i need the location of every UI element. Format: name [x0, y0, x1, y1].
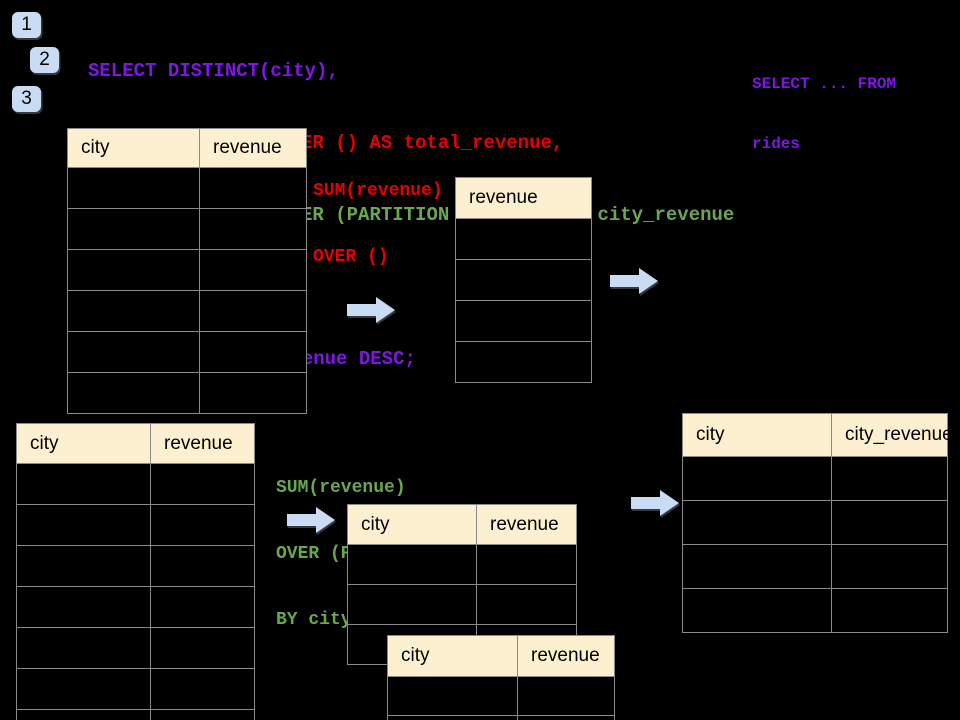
table-row [387, 676, 615, 716]
sql-line-select: SELECT DISTINCT(city), [88, 60, 339, 82]
table-row [16, 586, 255, 628]
table-row [455, 218, 592, 260]
table-row [67, 167, 307, 209]
flow-arrow-icon [631, 490, 679, 516]
column-header-revenue: revenue [476, 504, 577, 545]
table-row [455, 259, 592, 301]
column-header-city-revenue: city_revenue [831, 413, 953, 457]
column-header-revenue: revenue [199, 128, 307, 168]
table-row [67, 208, 307, 250]
side-note: SELECT ... FROM rides [752, 34, 896, 194]
table-row [16, 709, 255, 720]
table-row [682, 544, 948, 589]
flow-arrow-icon [287, 507, 335, 533]
step-badge-3: 3 [12, 86, 41, 112]
table-row [16, 504, 255, 546]
table-row [682, 456, 948, 501]
table-row [67, 331, 307, 373]
table-source-bottom: city revenue [16, 423, 255, 720]
step-badge-2: 2 [30, 47, 59, 73]
column-header-revenue: revenue [517, 635, 615, 677]
step-badge-1: 1 [12, 12, 41, 38]
column-header-city: city [682, 413, 832, 457]
table-source-top: city revenue [67, 128, 307, 414]
table-row [682, 588, 948, 633]
table-final-result: city city_revenue [682, 413, 953, 633]
table-row [67, 372, 307, 414]
table-row [16, 463, 255, 505]
table-row [347, 544, 577, 585]
side-note-line-1: SELECT ... FROM [752, 75, 897, 93]
label-sum-over-partition-line-1: SUM(revenue) [276, 478, 406, 498]
flow-arrow-icon [347, 297, 395, 323]
table-row [16, 627, 255, 669]
column-header-city: city [387, 635, 518, 677]
column-header-city: city [347, 504, 477, 545]
label-sum-over-all: SUM(revenue) OVER () [313, 136, 443, 312]
column-header-revenue: revenue [455, 177, 592, 219]
table-total-result: revenue [455, 177, 592, 383]
table-row [67, 290, 307, 332]
column-header-city: city [16, 423, 151, 464]
table-row [67, 249, 307, 291]
label-sum-over-all-line-1: SUM(revenue) [313, 181, 443, 201]
table-row [347, 584, 577, 625]
table-row [387, 715, 615, 720]
column-header-revenue: revenue [150, 423, 255, 464]
table-row [682, 500, 948, 545]
table-row [16, 545, 255, 587]
flow-arrow-icon [610, 268, 658, 294]
table-row [16, 668, 255, 710]
side-note-line-2: rides [752, 135, 801, 153]
table-row [455, 300, 592, 342]
label-sum-over-all-line-2: OVER () [313, 247, 389, 267]
column-header-city: city [67, 128, 200, 168]
table-partition-overlay: city revenue [387, 635, 615, 720]
table-row [455, 341, 592, 383]
